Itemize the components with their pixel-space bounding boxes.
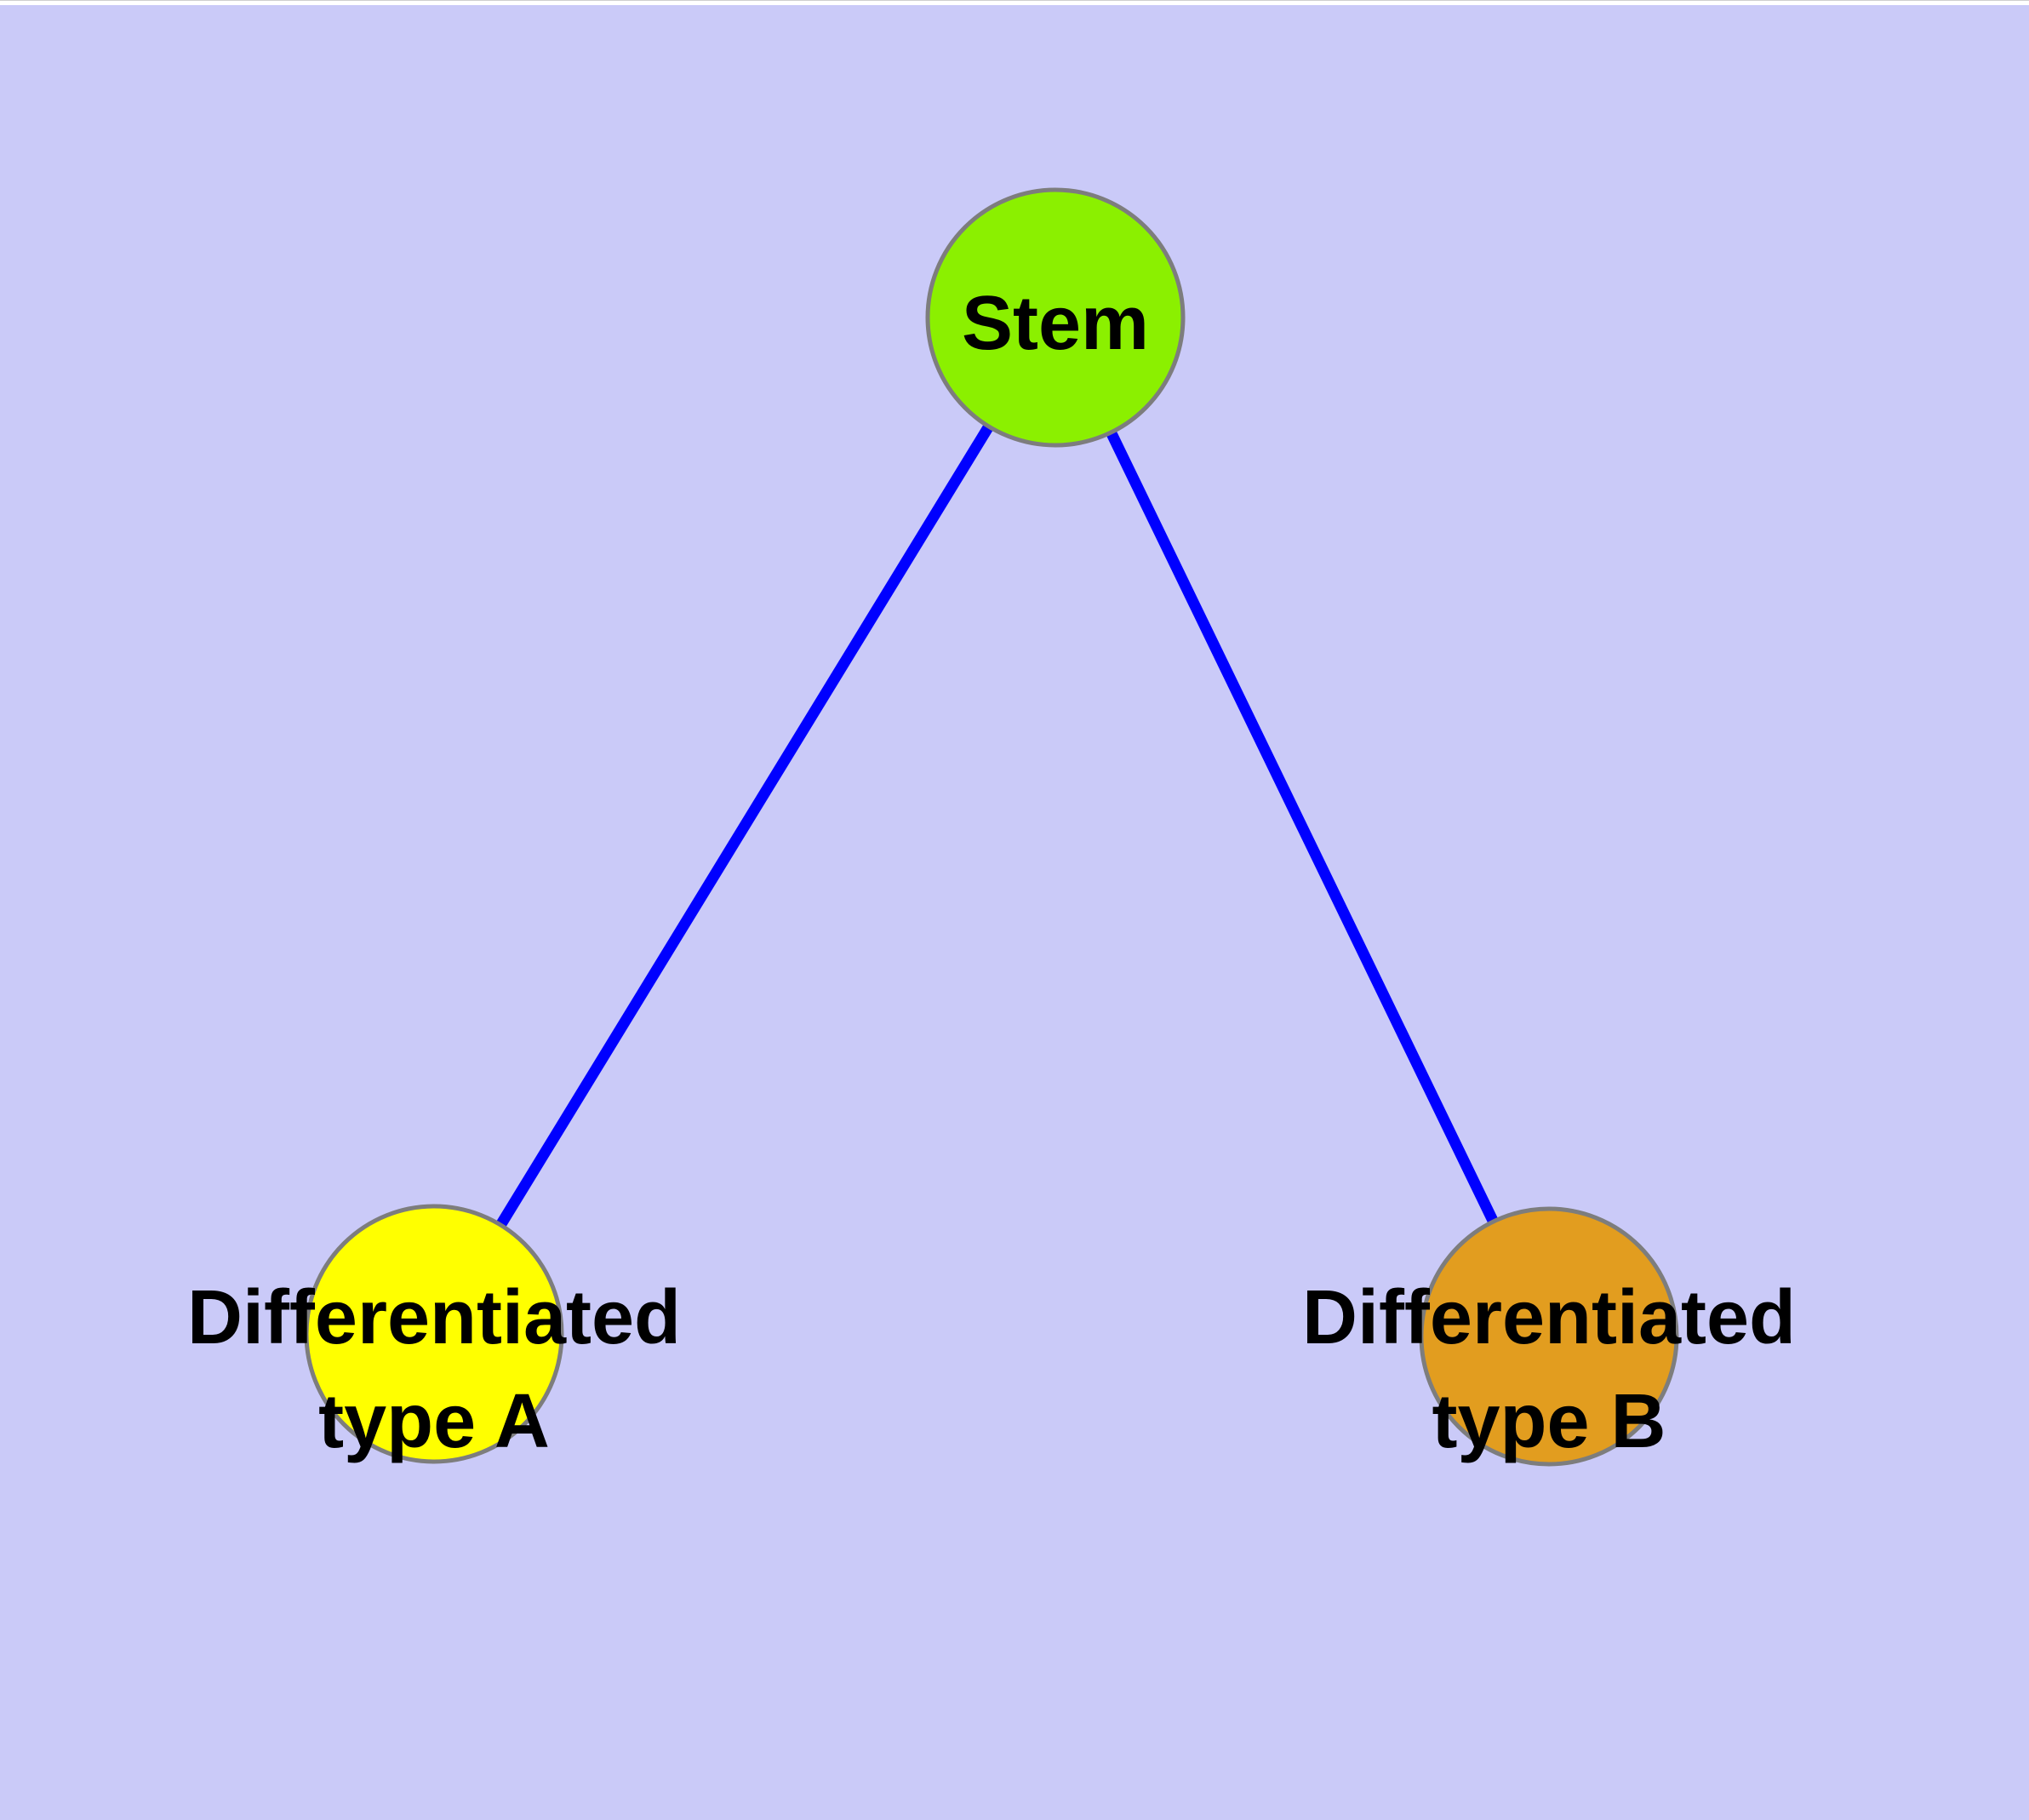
node-differentiated-type-b <box>1419 1206 1679 1467</box>
edge-stem-to-differentiated-type-a <box>429 314 1060 1337</box>
window-top-hairline <box>0 0 2029 1</box>
node-label-stem-line-1: Stem <box>962 281 1149 366</box>
node-label-differentiated-type-a-line-1: Differentiated <box>187 1275 681 1360</box>
node-label-differentiated-type-b-line-2: type B <box>1432 1379 1666 1464</box>
window-top-strip <box>0 0 2029 5</box>
node-stem <box>925 187 1186 448</box>
nodes-layer <box>304 187 1679 1467</box>
edge-stem-to-differentiated-type-b <box>1050 315 1554 1339</box>
node-differentiated-type-a <box>304 1204 564 1464</box>
edges-layer <box>429 314 1554 1339</box>
node-label-differentiated-type-a-line-2: type A <box>318 1379 550 1464</box>
node-label-differentiated-type-b-line-1: Differentiated <box>1302 1275 1796 1360</box>
